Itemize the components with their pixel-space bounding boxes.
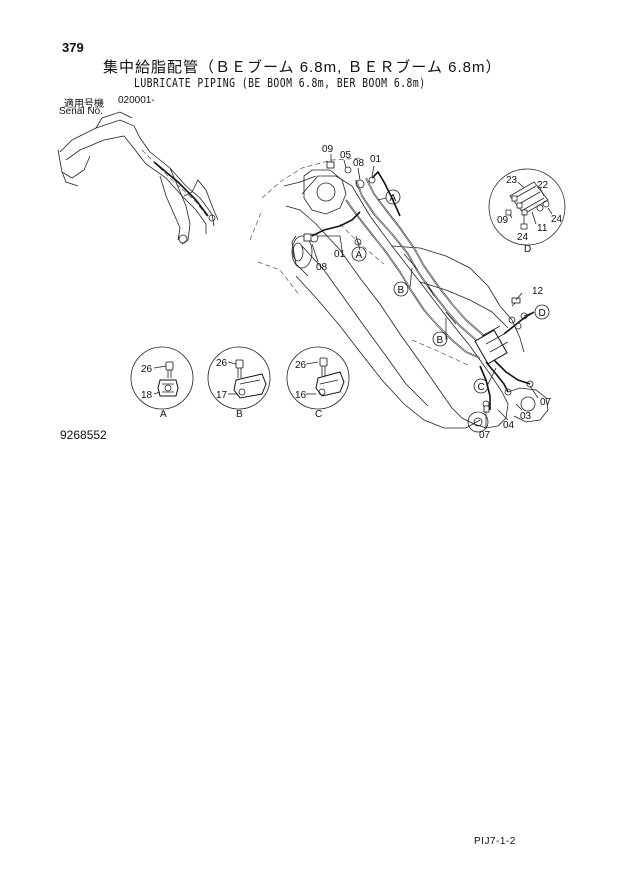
detail-A-title: A [160,409,167,420]
serial-label-english: Serial No. [59,106,103,117]
detail-B: 26 17 B [207,346,271,420]
grease-hose-bundle [311,170,531,410]
detail-D-title: D [524,244,531,255]
detail-B-title: B [236,409,243,420]
detail-B-label: 17 [216,390,228,401]
detail-D-label: 23 [506,175,518,186]
detail-A-label: 18 [141,390,153,401]
detail-C-label: 26 [295,360,307,371]
detail-D-label: 24 [551,214,563,225]
part-labels: 09 05 08 01 01 08 12 07 07 04 03 [316,144,552,441]
page-number: 379 [62,40,84,55]
document-number: 9268552 [60,428,107,442]
callout-A-2: A [356,250,363,261]
part-label: 08 [353,158,365,169]
detail-A-label: 26 [141,364,153,375]
part-label: 09 [322,144,334,155]
page-code: PIJ7-1-2 [474,836,516,847]
part-label: 07 [479,430,491,441]
detail-D-label: 24 [517,232,529,243]
detail-C-title: C [315,409,322,420]
title-english: LUBRICATE PIPING (BE BOOM 6.8m, BER BOOM… [134,75,426,90]
part-label: 12 [532,286,544,297]
callout-D-1: D [539,308,546,319]
title-japanese: 集中給脂配管（ＢＥブーム 6.8m, ＢＥＲブーム 6.8m） [103,59,502,76]
distributor-block [474,297,535,365]
detail-D-label: 11 [537,223,548,234]
callout-C-1: C [478,382,485,393]
detail-D-label: 09 [497,215,509,226]
callouts: A A B B C D [351,189,550,394]
detail-D: 23 22 09 24 11 24 D [488,168,566,255]
detail-A: 26 18 A [130,346,194,420]
detail-C: 26 16 C [286,346,350,420]
boom-main-structure [249,157,549,433]
part-label: 07 [540,397,552,408]
callout-A-1: A [390,193,397,204]
detail-B-label: 26 [216,358,228,369]
serial-code: 020001- [118,95,155,106]
detail-D-label: 22 [537,180,549,191]
part-label: 08 [316,262,328,273]
part-label: 04 [503,420,515,431]
boom-overview-sketch [57,111,219,245]
callout-B-2: B [437,335,444,346]
part-label: 01 [370,154,382,165]
leader-lines [311,154,539,428]
part-label: 01 [334,249,346,260]
part-label: 03 [520,411,532,422]
part-label: 05 [340,150,352,161]
serial-label-japanese: 適用号機 [64,99,104,110]
detail-C-label: 16 [295,390,307,401]
callout-B-1: B [398,285,405,296]
